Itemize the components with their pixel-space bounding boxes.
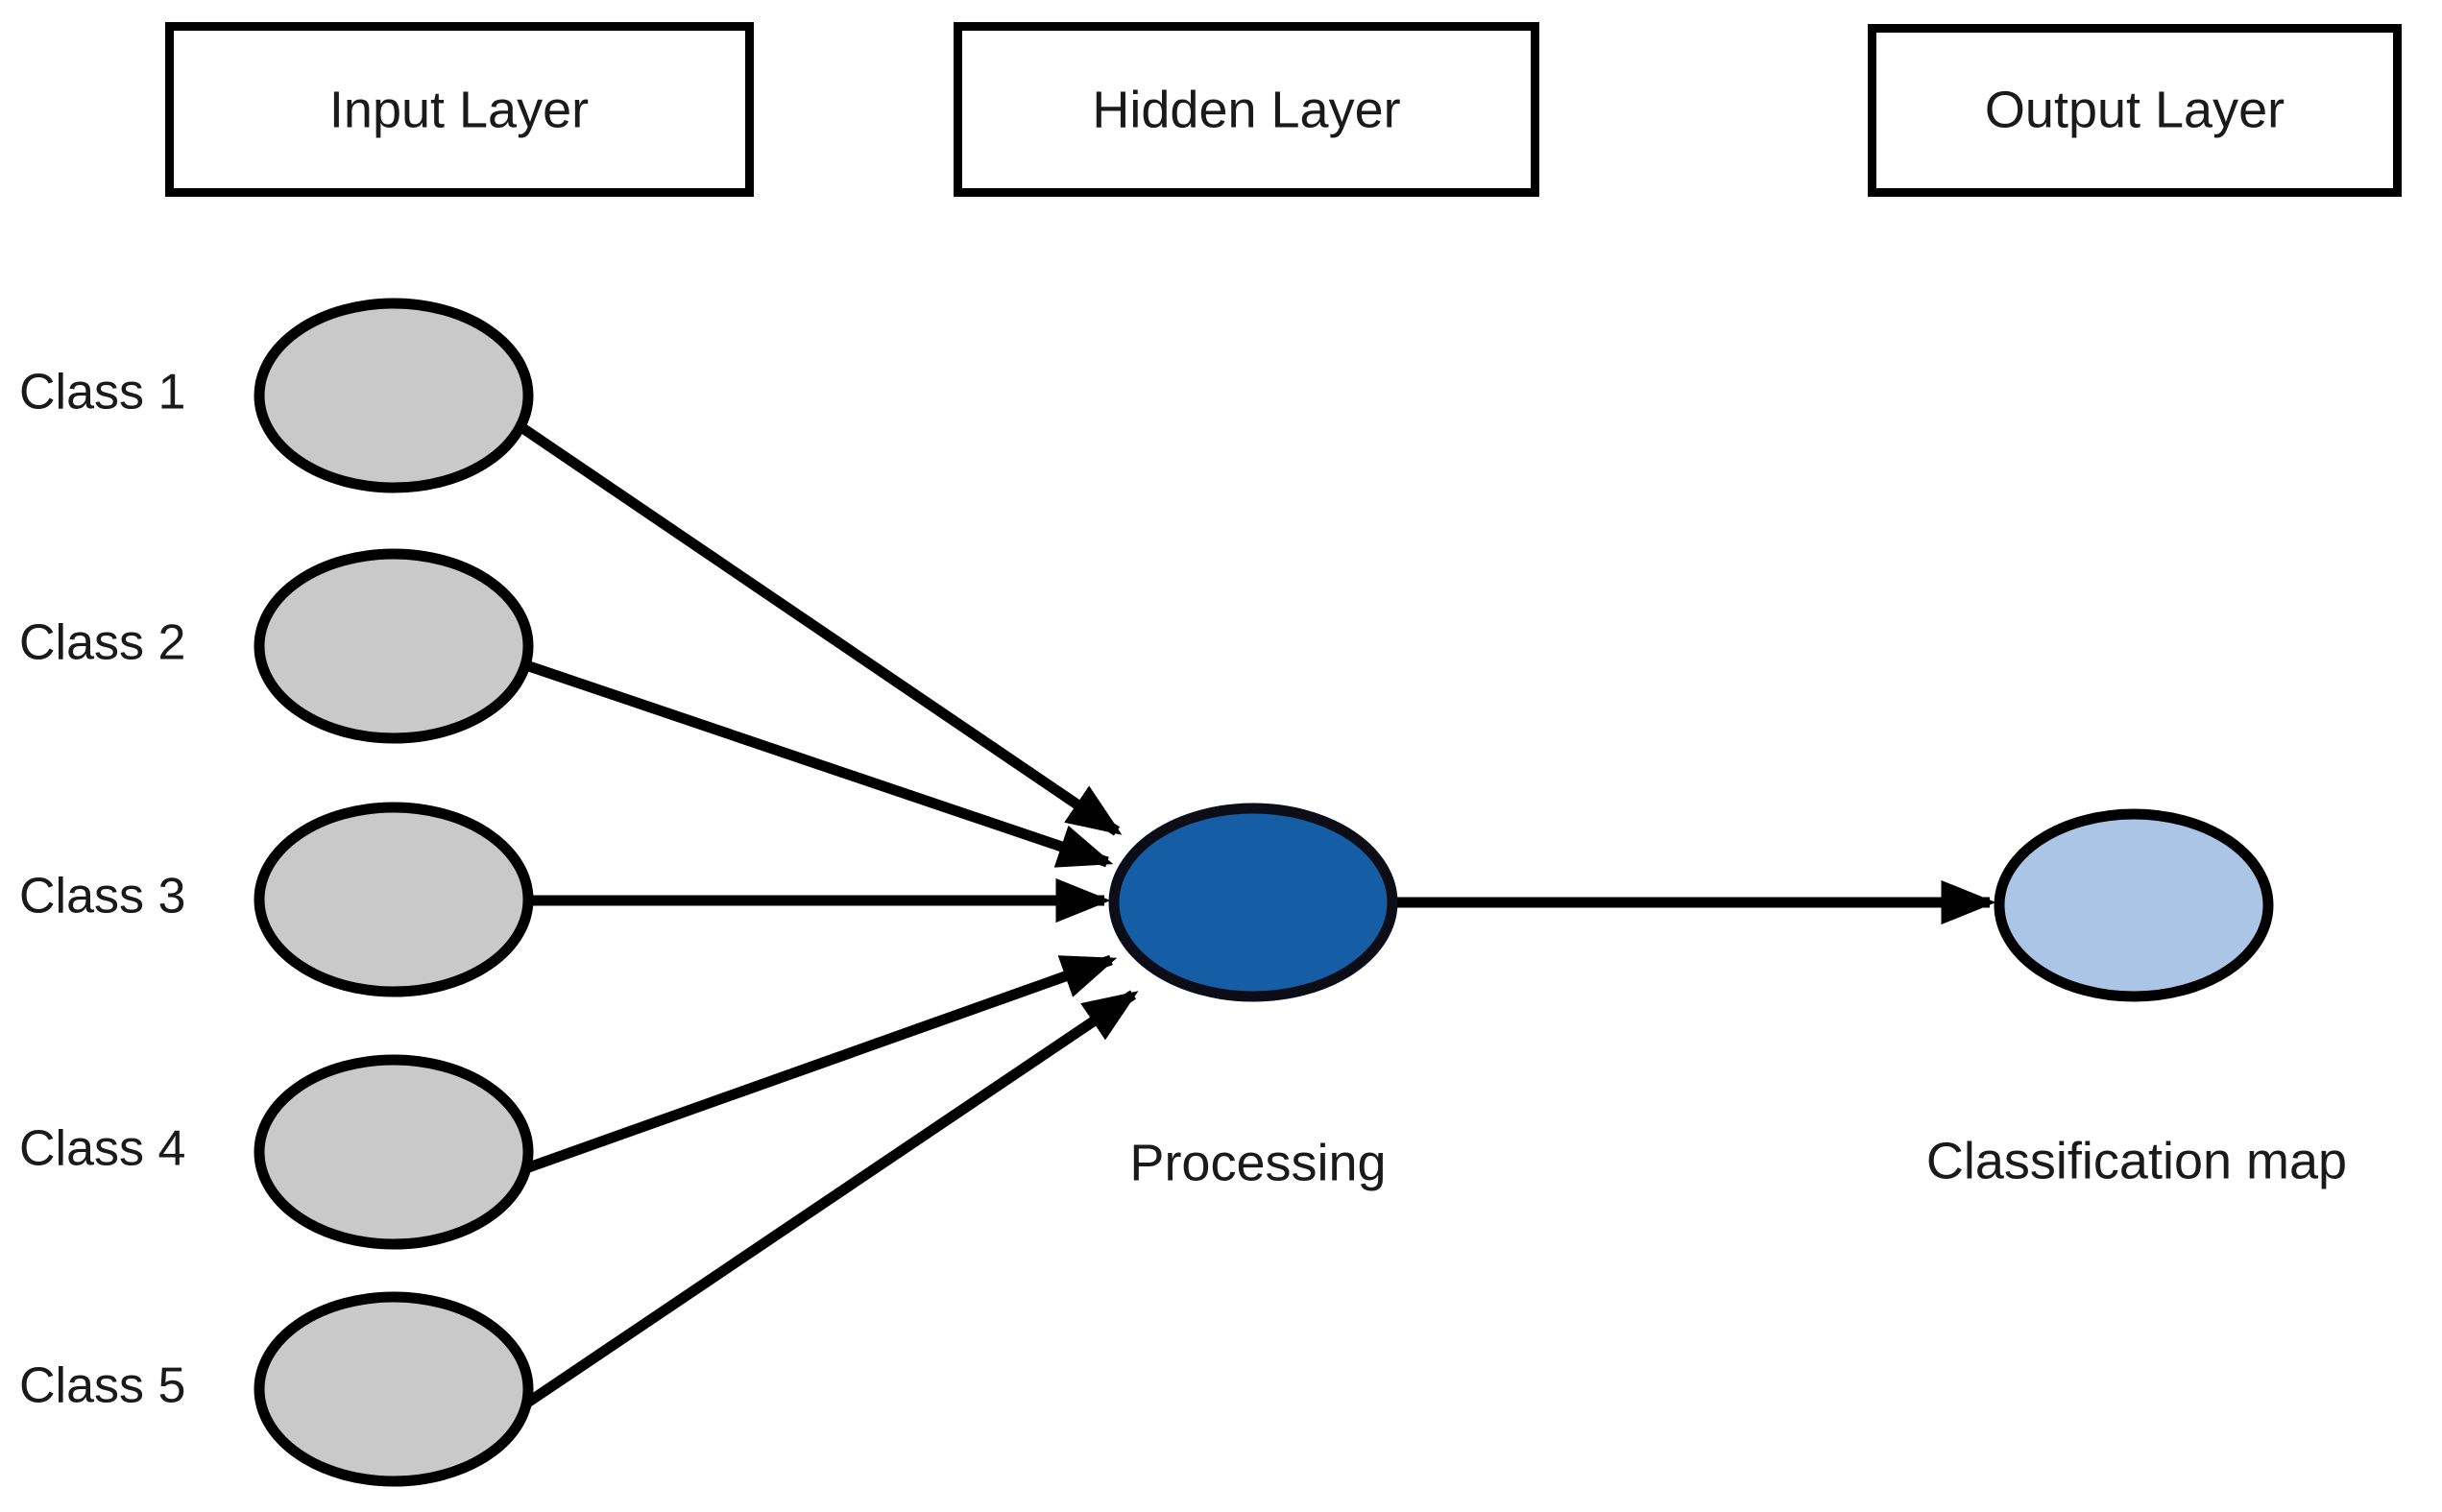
edge-class4-processing [521, 954, 1118, 1175]
edge-class1-processing [515, 420, 1123, 836]
hidden-node-processing[interactable]: Processing [1108, 803, 1398, 1191]
class-2-ellipse[interactable] [254, 548, 534, 744]
processing-caption: Processing [1129, 1134, 1386, 1191]
class-5-label: Class 5 [19, 1358, 185, 1414]
layer-header-boxes: Input Layer Hidden Layer Output Layer [165, 22, 2402, 197]
hidden-layer-box-rect [954, 22, 1539, 197]
layer-box-output: Output Layer [1868, 24, 2402, 197]
input-node-class-2[interactable]: Class 2 [19, 548, 534, 744]
class-4-label: Class 4 [19, 1121, 185, 1177]
layer-box-hidden: Hidden Layer [954, 22, 1539, 197]
input-layer-box-rect [165, 22, 754, 197]
edge-class2-processing [521, 659, 1114, 868]
classification-map-caption: Classification map [1926, 1132, 2347, 1189]
classification-map-ellipse[interactable] [1994, 808, 2274, 1002]
output-layer-label: Output Layer [1985, 81, 2285, 138]
class-3-label: Class 3 [19, 869, 185, 924]
edge-class5-processing [522, 990, 1139, 1408]
layer-box-input: Input Layer [165, 22, 754, 197]
output-node-classification-map[interactable]: Classification map [1926, 808, 2347, 1189]
class-1-ellipse[interactable] [254, 298, 534, 493]
processing-ellipse[interactable] [1108, 803, 1398, 1002]
class-5-ellipse[interactable] [254, 1291, 534, 1487]
class-3-ellipse[interactable] [254, 802, 534, 997]
edges-group [515, 420, 1996, 1408]
class-4-ellipse[interactable] [254, 1054, 534, 1250]
input-node-class-1[interactable]: Class 1 [19, 298, 534, 493]
input-layer-nodes: Class 1 Class 2 Class 3 Class 4 Class 5 [19, 298, 534, 1487]
output-layer-box-rect [1868, 24, 2402, 197]
input-node-class-5[interactable]: Class 5 [19, 1291, 534, 1487]
input-node-class-4[interactable]: Class 4 [19, 1054, 534, 1250]
hidden-layer-label: Hidden Layer [1092, 81, 1400, 138]
class-2-label: Class 2 [19, 615, 185, 671]
input-layer-label: Input Layer [329, 81, 589, 138]
class-1-label: Class 1 [19, 365, 185, 420]
input-node-class-3[interactable]: Class 3 [19, 802, 534, 997]
